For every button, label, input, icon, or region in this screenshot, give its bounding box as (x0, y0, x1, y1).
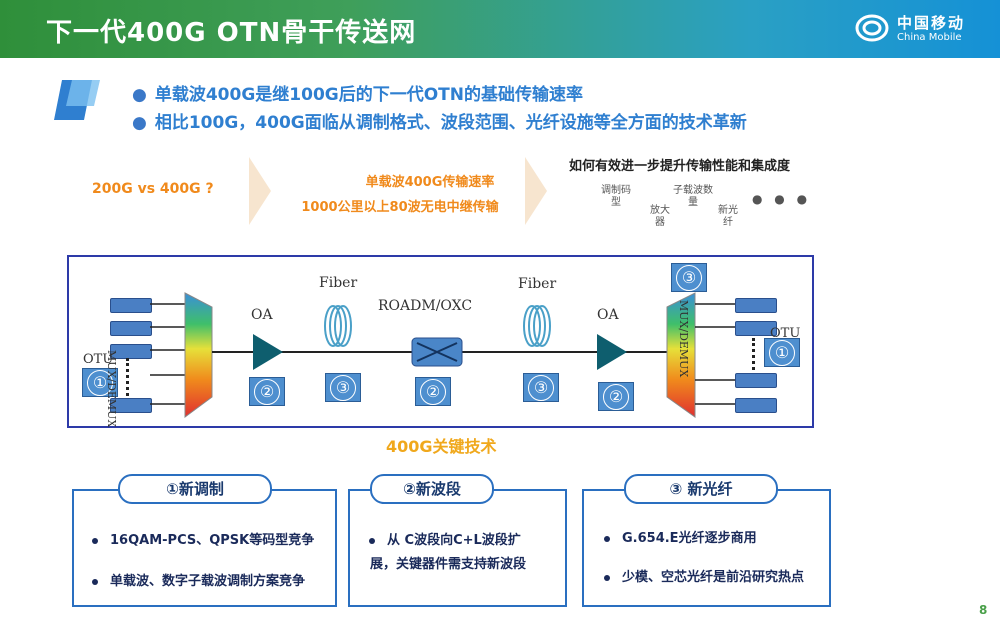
oa-left-label: OA (251, 307, 273, 323)
marker-3-text: ③ (330, 374, 356, 401)
flow-step-3-title: 如何有效进一步提升传输性能和集成度 (569, 159, 791, 174)
otu-transponder-icon (110, 298, 152, 313)
otu-transponder-icon (735, 321, 777, 336)
marker-3-fiber-left: ③ (325, 373, 361, 402)
logo-text-cn: 中国移动 (897, 14, 966, 32)
marker-3-fiber-right: ③ (523, 373, 559, 402)
otu-right-label: OTU (770, 326, 801, 341)
card-modulation-line: 16QAM-PCS、QPSK等码型竞争 (92, 529, 314, 548)
flow-step-3-item: 新光 纤 (718, 205, 738, 228)
china-mobile-logo-icon (855, 14, 889, 42)
marker-3-text: ③ (676, 264, 702, 291)
card-line-text: G.654.E光纤逐步商用 (622, 531, 757, 546)
fiber-left-label: Fiber (319, 275, 358, 291)
flow-step-2-line-2: 1000公里以上80波无电中继传输 (301, 200, 499, 215)
card-modulation-title: ①新调制 (118, 474, 272, 504)
card-line-text: 少模、空芯光纤是前沿研究热点 (622, 570, 805, 585)
marker-2-text: ② (254, 378, 280, 405)
card-line-text: 16QAM-PCS、QPSK等码型竞争 (110, 533, 315, 548)
mux-left-label: MUX/DEMUX (105, 350, 118, 428)
card-modulation (72, 489, 337, 607)
card-line-text: 单载波、数字子载波调制方案竞争 (110, 574, 306, 589)
card-line-text: 从 C波段向C+L波段扩 (387, 533, 521, 548)
otu-transponder-icon (735, 398, 777, 413)
card-line-text: 展，关键器件需支持新波段 (370, 557, 527, 572)
card-band (348, 489, 567, 607)
card-fiber (582, 489, 831, 607)
marker-2-oa-right: ② (598, 382, 634, 411)
oa-right-label: OA (597, 307, 619, 323)
marker-3-text: ③ (528, 374, 554, 401)
flow-step-3-item: 子载波数 量 (673, 185, 713, 208)
card-fiber-line: G.654.E光纤逐步商用 (604, 527, 757, 546)
page-title: 下一代400G OTN骨干传送网 (46, 18, 417, 48)
marker-2-text: ② (603, 383, 629, 410)
marker-3-mux-right: ③ (671, 263, 707, 292)
mux-right-label: MUX/DEMUX (677, 300, 690, 378)
ellipsis-vertical (752, 338, 759, 370)
marker-1-text: ① (769, 339, 795, 366)
bullet-2-text: 相比100G，400G面临从调制格式、波段范围、光纤设施等全方面的技术革新 (154, 113, 747, 133)
otu-transponder-icon (735, 298, 777, 313)
header-bar (0, 0, 1000, 58)
section-title: 400G关键技术 (386, 437, 497, 456)
bullet-1: ●单载波400G是继100G后的下一代OTN的基础传输速率 (132, 85, 583, 105)
bullet-2: ●相比100G，400G面临从调制格式、波段范围、光纤设施等全方面的技术革新 (132, 113, 747, 133)
card-band-line: 展，关键器件需支持新波段 (370, 553, 526, 572)
slide-decoration-icon (54, 80, 100, 120)
card-fiber-title: ③ 新光纤 (624, 474, 778, 504)
marker-2-roadm: ② (415, 377, 451, 406)
page-number: 8 (979, 603, 988, 617)
ellipsis-dots: ● ● ● (752, 192, 812, 206)
marker-2-oa-left: ② (249, 377, 285, 406)
flow-step-3-item: 放大 器 (650, 205, 670, 228)
marker-1-left: ① (82, 368, 118, 397)
otu-transponder-icon (110, 344, 152, 359)
card-band-title: ②新波段 (370, 474, 494, 504)
marker-1-right: ① (764, 338, 800, 367)
card-modulation-line: 单载波、数字子载波调制方案竞争 (92, 570, 305, 589)
chevron-right-icon (249, 157, 271, 225)
otu-transponder-icon (110, 398, 152, 413)
chevron-right-icon (525, 157, 547, 225)
otu-left-label: OTU (83, 352, 114, 367)
flow-step-3-item: 调制码 型 (601, 185, 631, 208)
flow-step-2-line-1: 单载波400G传输速率 (365, 175, 495, 190)
diagram-graphics (150, 292, 735, 418)
fiber-right-label: Fiber (518, 276, 557, 292)
marker-1-text: ① (87, 369, 113, 396)
otu-transponder-icon (735, 373, 777, 388)
card-band-line: 从 C波段向C+L波段扩 (369, 529, 521, 548)
marker-2-text: ② (420, 378, 446, 405)
logo-text-en: China Mobile (897, 32, 962, 43)
roadm-label: ROADM/OXC (378, 298, 473, 314)
otu-transponder-icon (110, 321, 152, 336)
bullet-1-text: 单载波400G是继100G后的下一代OTN的基础传输速率 (154, 85, 583, 105)
flow-step-1: 200G vs 400G ? (92, 181, 214, 197)
card-fiber-line: 少模、空芯光纤是前沿研究热点 (604, 566, 804, 585)
ellipsis-vertical (126, 358, 133, 396)
